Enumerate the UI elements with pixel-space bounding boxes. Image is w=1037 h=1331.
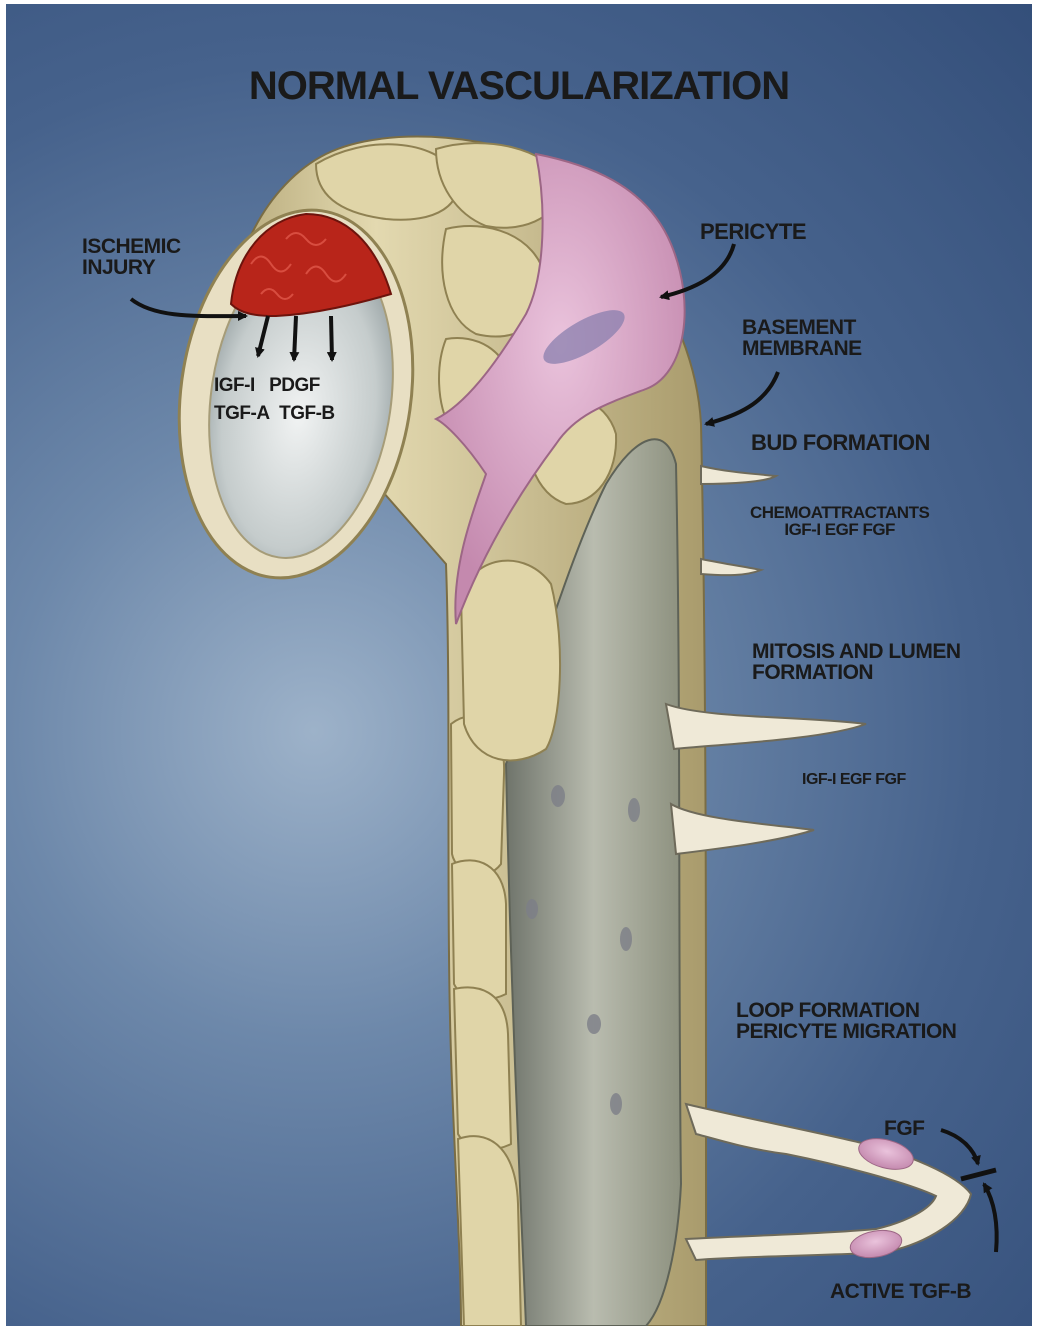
label-chemoattractants: CHEMOATTRACTANTS IGF-I EGF FGF [750,504,929,538]
label-line: BASEMENT [742,317,862,338]
label-growth-factors: IGF-I PDGF TGF-α TGF-β [214,372,335,428]
label-pericyte: PERICYTE [700,221,806,243]
label-line: LOOP FORMATION [736,1000,956,1021]
label-active-tgf-beta: ACTIVE TGF-β [830,1281,971,1302]
capillary-loop [686,1104,971,1260]
label-line: MITOSIS AND LUMEN [752,641,961,662]
fgf-barrier [961,1170,996,1179]
label-ischemic-injury: ISCHEMIC INJURY [82,236,181,278]
label-line: PERICYTE MIGRATION [736,1021,956,1042]
label-line: IGF-I PDGF [214,372,335,400]
label-fgf: FGF [884,1118,925,1139]
label-line: INJURY [82,257,181,278]
vascularization-figure: NORMAL VASCULARIZATION ISCHEMIC INJURY I… [6,4,1032,1326]
label-line: MEMBRANE [742,338,862,359]
figure-title: NORMAL VASCULARIZATION [6,66,1032,106]
label-growth-factors-2: IGF-I EGF FGF [802,772,906,788]
label-line: IGF-I EGF FGF [750,521,929,538]
label-line: ISCHEMIC [82,236,181,257]
label-line: FORMATION [752,662,961,683]
label-bud-formation: BUD FORMATION [751,432,930,454]
label-line: TGF-α TGF-β [214,400,335,428]
label-basement-membrane: BASEMENT MEMBRANE [742,317,862,359]
label-mitosis-lumen: MITOSIS AND LUMEN FORMATION [752,641,961,683]
label-loop-formation: LOOP FORMATION PERICYTE MIGRATION [736,1000,956,1042]
label-line: CHEMOATTRACTANTS [750,504,929,521]
